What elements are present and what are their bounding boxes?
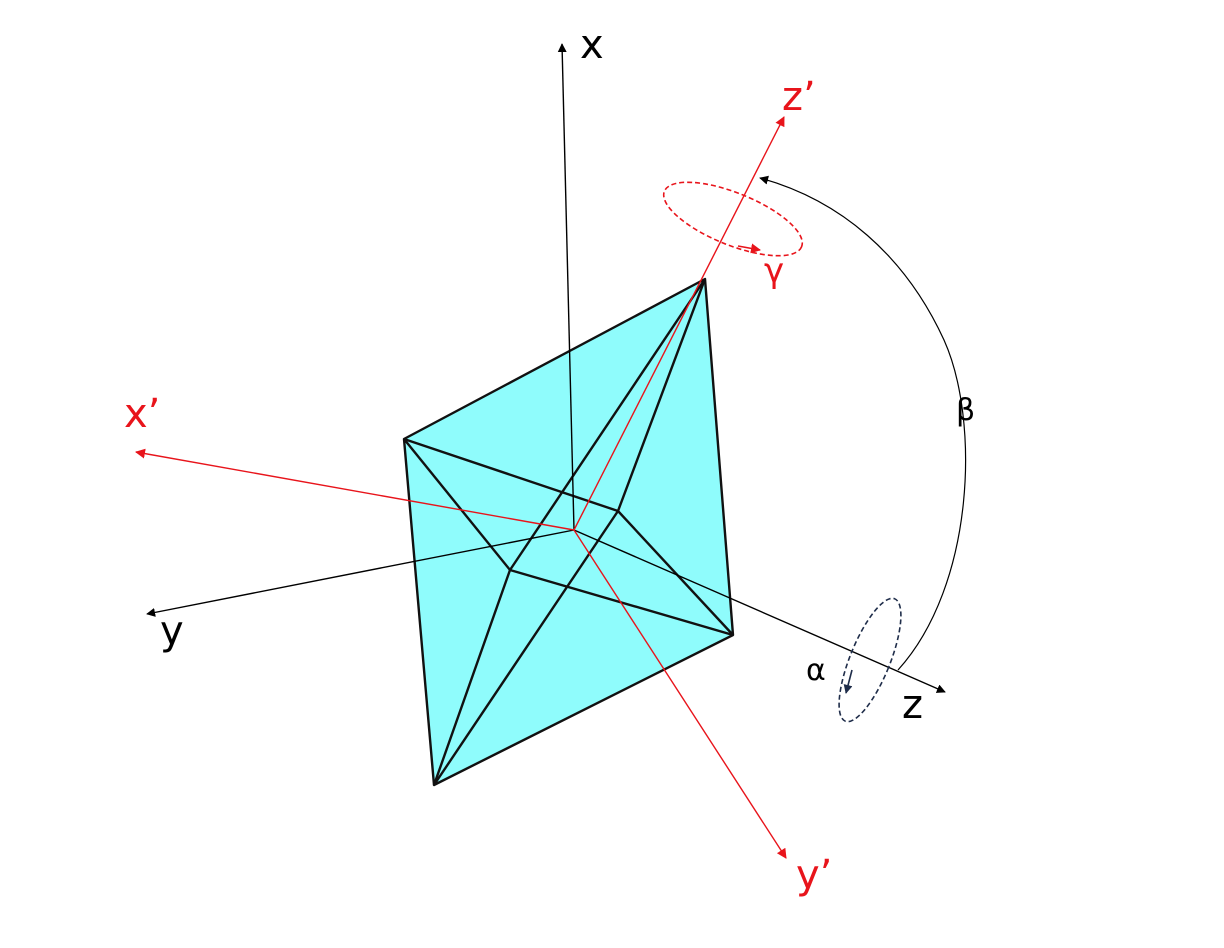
y-prime-axis-label: y’ <box>796 852 832 898</box>
y-axis <box>146 529 575 617</box>
octahedron-edge <box>616 278 707 512</box>
z-prime-axis-label: z’ <box>782 74 816 120</box>
octahedron-face-back <box>402 277 735 787</box>
gamma-label: γ <box>764 251 784 291</box>
octahedron-edge <box>432 569 512 786</box>
x-prime-axis <box>135 448 575 531</box>
x-axis-label: x <box>580 22 604 68</box>
beta-label: β <box>956 393 975 428</box>
octahedron-edge <box>433 510 619 786</box>
alpha-rotation-marker <box>838 597 902 723</box>
octahedron-edge <box>403 438 511 571</box>
rotated-axes <box>135 116 787 859</box>
octahedron <box>402 277 735 787</box>
octahedron-edge <box>403 437 619 513</box>
z-prime-axis <box>573 116 785 531</box>
alpha-label: α <box>806 653 826 688</box>
y-prime-axis <box>573 529 787 859</box>
x-prime-axis-label: x’ <box>124 391 160 437</box>
octahedron-edge <box>509 278 706 571</box>
gamma-rotation-marker <box>662 181 804 257</box>
beta-rotation-arc <box>759 175 967 671</box>
octahedron-edge <box>617 510 734 636</box>
y-axis-label: y <box>160 608 184 654</box>
x-axis <box>557 43 575 531</box>
z-axis-label: z <box>902 682 923 728</box>
original-axes <box>146 43 946 693</box>
z-axis <box>573 529 946 693</box>
